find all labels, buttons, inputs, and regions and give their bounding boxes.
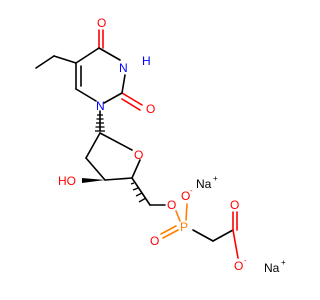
atom-o-minus: O — [181, 189, 190, 203]
bond-p-ch2 — [192, 229, 214, 242]
bonds — [35, 29, 239, 259]
atom-o-c4: O — [97, 16, 106, 30]
charge-na-2: + — [281, 258, 286, 267]
molecule-canvas: O N H O N O HO O P O - O O O - Na + Na + — [35, 16, 286, 275]
bond-c4prime-c5prime — [131, 177, 151, 206]
atom-n3: N — [119, 61, 128, 75]
atom-n1: N — [96, 99, 105, 113]
wedge-bond-c3-oh — [82, 178, 105, 183]
charge-o-carboxylate: - — [244, 256, 247, 265]
bond-ethyl-ch3 — [35, 55, 55, 69]
ion-na-1: Na — [196, 177, 212, 191]
atom-o-carboxylate: O — [234, 259, 243, 273]
bond-c2-o — [121, 92, 143, 106]
charge-na-1: + — [213, 174, 218, 183]
bond-c5-c4 — [75, 47, 100, 64]
atom-o-phosphoryl: O — [150, 234, 159, 248]
atom-h-n3: H — [142, 54, 151, 68]
bond-o4-c4prime — [131, 159, 141, 179]
bond-c-ominus — [232, 229, 239, 259]
ion-na-2: Na — [264, 261, 280, 275]
atom-o-linker: O — [167, 198, 176, 212]
atom-o-furanose: O — [134, 148, 143, 162]
bond-ch2-c — [212, 229, 234, 242]
bond-p-o-double — [162, 229, 179, 239]
bond-p-o-double-2 — [160, 225, 177, 235]
hash-bond-c1 — [95, 114, 105, 132]
bond-c2-o-double — [121, 98, 141, 111]
atom-ho: HO — [58, 174, 76, 188]
bond-c3prime-c2prime — [85, 157, 106, 181]
atom-p: P — [180, 220, 188, 234]
bond-n1-c6 — [75, 88, 97, 102]
atom-o-carbonyl: O — [230, 198, 239, 212]
bond-ethyl-ch2 — [53, 55, 77, 64]
bond-p-ominus — [185, 203, 188, 221]
bond-c4-n3 — [98, 47, 121, 61]
stereo-bonds — [82, 114, 147, 203]
bond-n3-c2 — [121, 74, 126, 94]
bond-c2prime-c1prime — [85, 132, 101, 159]
bond-c2-n1 — [103, 92, 123, 104]
atom-o-c2: O — [146, 102, 155, 116]
hash-bond-c4 — [130, 182, 147, 203]
bond-c1-o4 — [99, 132, 133, 151]
atom-labels: O N H O N O HO O P O - O O O - Na + Na + — [58, 16, 286, 275]
charge-o-minus: - — [190, 186, 193, 195]
bond-c4prime-c3prime — [104, 177, 133, 181]
molecule-structure: O N H O N O HO O P O - O O O - Na + Na + — [35, 16, 286, 275]
bond-o-p — [175, 210, 181, 222]
